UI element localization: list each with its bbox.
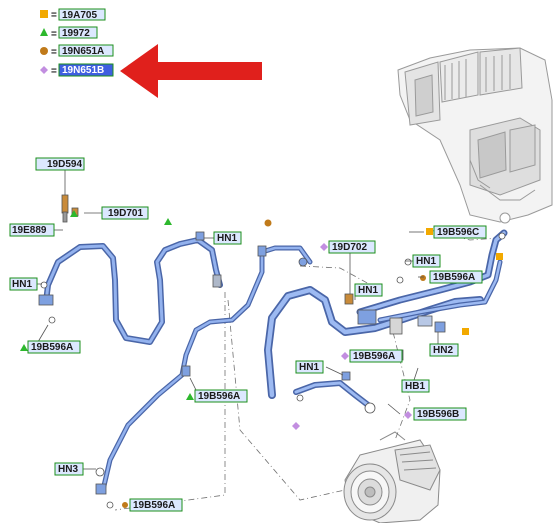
callout-label: 19B596A (31, 342, 73, 353)
callout-label: HN3 (58, 464, 78, 475)
circle-marker-icon (40, 47, 48, 55)
legend-code-box-highlighted (58, 63, 114, 77)
callout-label: HN2 (433, 345, 453, 356)
hose-assembly-lower-center (293, 380, 375, 411)
pressure-sensor-icon (61, 194, 69, 214)
square-marker-icon (462, 328, 469, 335)
callout-label: 19B596A (353, 351, 395, 362)
legend-code: 19A705 (62, 10, 97, 21)
callout-label: HN1 (299, 362, 319, 373)
callout-label: 19B596A (133, 500, 175, 511)
legend-equals: = (51, 29, 57, 40)
hose-assembly-left (43, 237, 223, 345)
diamond-marker-icon (320, 243, 328, 251)
diamond-marker-icon (404, 411, 412, 419)
legend-equals: = (51, 47, 57, 58)
diamond-marker-icon (292, 422, 300, 430)
callout-label: 19E889 (12, 225, 47, 236)
callout-label: HN1 (12, 279, 32, 290)
legend-equals: = (51, 10, 57, 21)
legend-code-box (58, 44, 114, 57)
circle-marker-icon (420, 275, 426, 281)
diamond-marker-icon (40, 66, 48, 74)
legend-code-highlighted: 19N651B (62, 65, 104, 76)
legend-code-box (58, 26, 98, 39)
triangle-marker-icon (70, 210, 78, 217)
legend-code: 19972 (62, 28, 90, 39)
callout-label: 19D594 (47, 159, 82, 170)
callout-label: 19B596C (437, 227, 479, 238)
red-arrow-icon (120, 44, 262, 98)
callout-label: HN1 (217, 233, 237, 244)
callout-label: HN1 (358, 285, 378, 296)
circle-marker-icon (122, 502, 128, 508)
square-marker-icon (496, 253, 503, 260)
ac-compressor (343, 431, 441, 523)
legend-code-box (58, 8, 106, 21)
hose-assembly-lower-left (100, 245, 313, 493)
callout-leaders (34, 170, 439, 470)
callout-label: 19D702 (332, 242, 367, 253)
triangle-marker-icon (164, 218, 172, 225)
hvac-unit (397, 47, 553, 224)
diamond-marker-icon (341, 352, 349, 360)
triangle-marker-icon (20, 344, 28, 351)
legend-equals: = (51, 66, 57, 77)
diagram-markers (20, 160, 503, 508)
legend: = 19A705 = 19972 = 19N651A = 19N651B (40, 8, 114, 77)
callout-label: 19B596B (417, 409, 459, 420)
hose-assembly-right (356, 229, 508, 323)
square-marker-icon (40, 10, 48, 18)
callout-labels: 19D594 19D701 19E889 HN1 19B596A HN1 19D… (9, 157, 487, 512)
legend-code: 19N651A (62, 46, 104, 57)
callout-label: HN1 (416, 256, 436, 267)
callout-label: 19D701 (108, 208, 143, 219)
callout-label: HB1 (405, 381, 425, 392)
triangle-marker-icon (40, 28, 48, 36)
triangle-marker-icon (186, 393, 194, 400)
callout-label: 19B596A (198, 391, 240, 402)
square-marker-icon (426, 228, 433, 235)
callout-label: 19B596A (433, 272, 475, 283)
circle-marker-icon (264, 219, 272, 227)
